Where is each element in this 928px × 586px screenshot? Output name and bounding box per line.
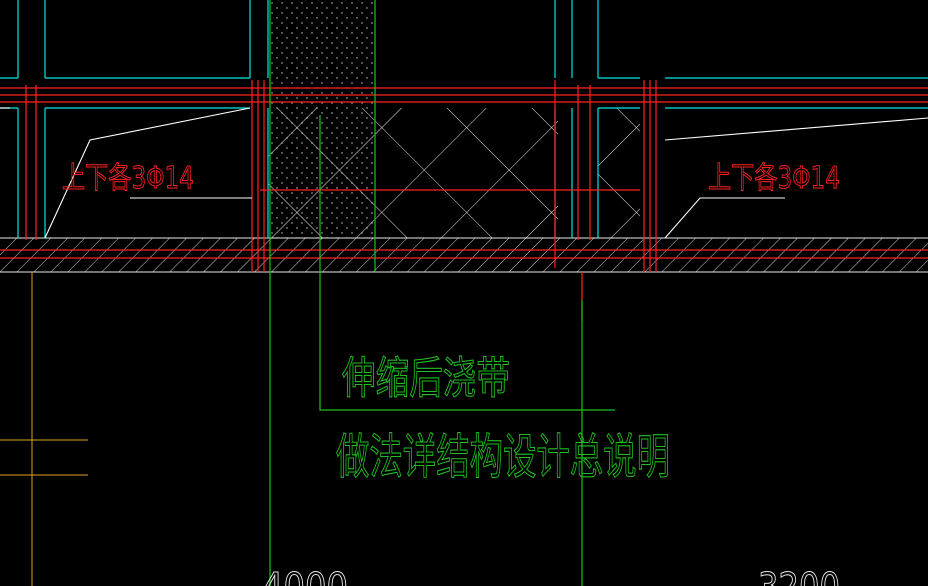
note-detail: 做法详结构设计总说明: [336, 429, 670, 485]
post-pour-crosshatch-right: [598, 108, 640, 238]
note-title: 伸缩后浇带: [342, 353, 510, 404]
post-pour-crosshatch: [268, 108, 558, 238]
floor-slab-hatch: [0, 238, 928, 272]
orange-grid-lines: [0, 272, 88, 586]
red-rebar-lines: [0, 80, 928, 322]
dimension-right: 3200: [758, 565, 840, 586]
white-leader-lines: [0, 107, 928, 239]
rebar-label-left: 上下各3Φ14: [62, 161, 194, 196]
dimension-left: 4000: [262, 565, 348, 586]
green-leader-lines: [269, 0, 615, 586]
rebar-label-right: 上下各3Φ14: [708, 161, 840, 196]
floor-slab-outline: [0, 237, 928, 273]
